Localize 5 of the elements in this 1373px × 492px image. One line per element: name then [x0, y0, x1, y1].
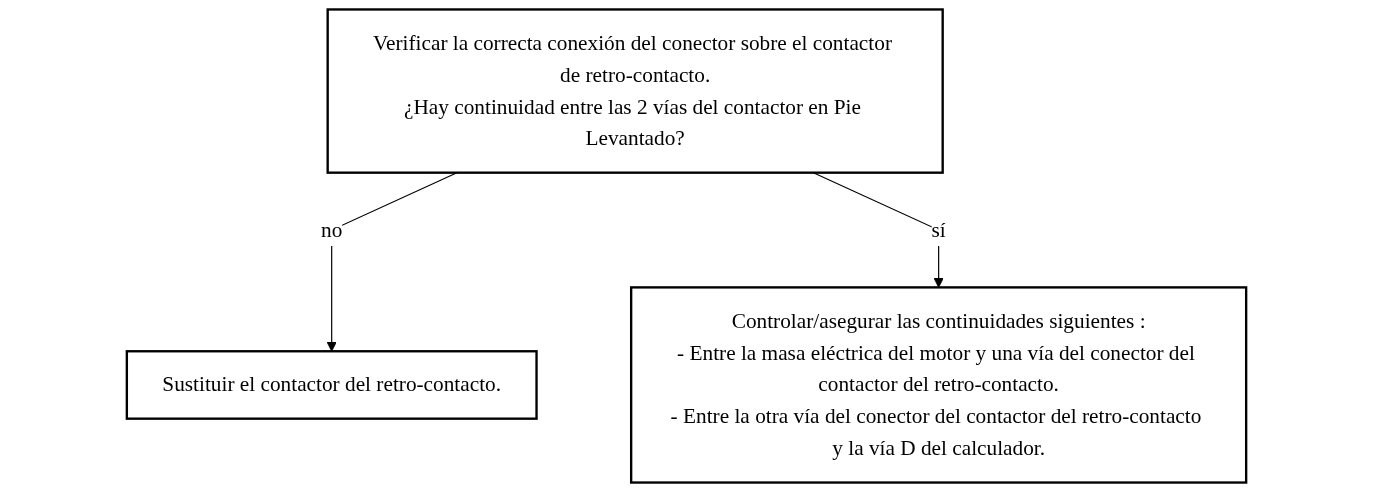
node-box: Controlar/asegurar las continuidades siguientes : - Entre la masa eléctrica del motor y una vía del conector del contactor del retro-contacto. - Entre la otra vía del conector del contactor del retro-contacto y la vía D del calculador. [629, 286, 1248, 484]
node-box: Verificar la correcta conexión del conector sobre el contactor de retro-contacto. ¿Hay continuidad entre las 2 vías del contactor en Pie Levantado? [326, 8, 944, 174]
edge-label: no [321, 217, 343, 242]
node-box: Sustituir el contactor del retro-contacto. [125, 350, 538, 420]
edge-label: sí [931, 217, 946, 242]
